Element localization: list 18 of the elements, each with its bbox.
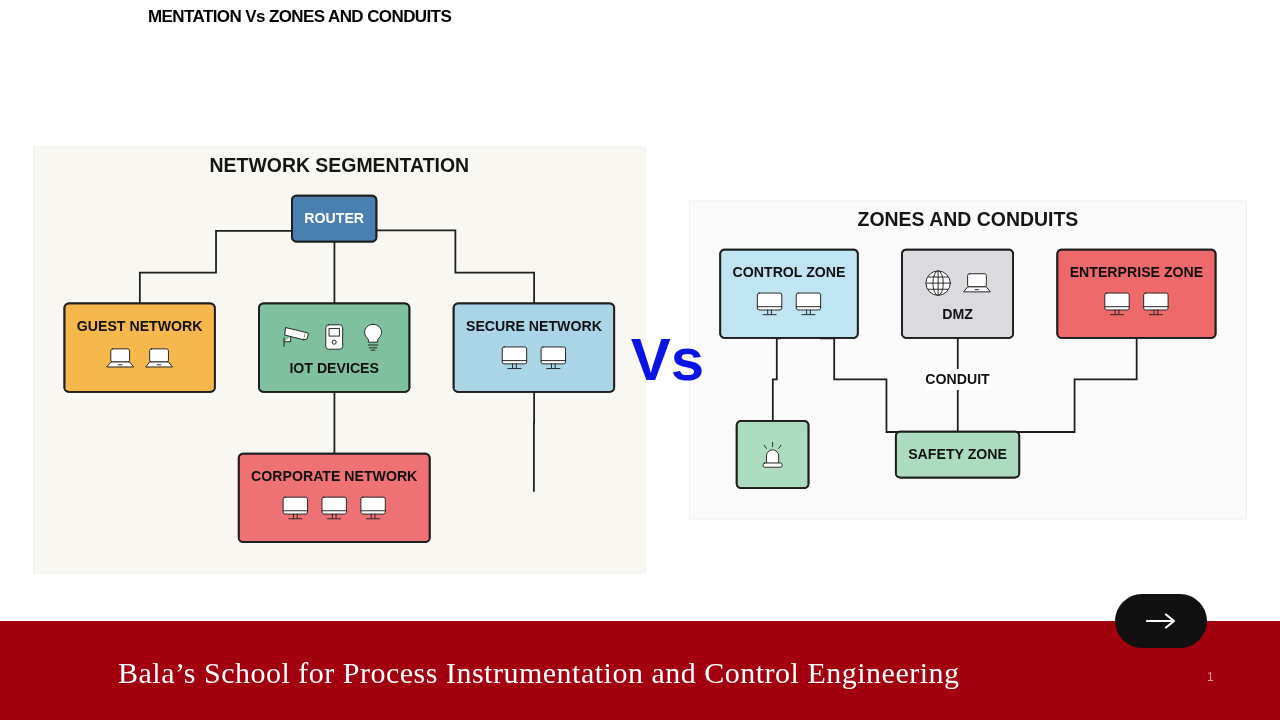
- network-box: ROUTER: [291, 194, 378, 243]
- footer-text: Bala’s School for Process Instrumentation and Control Engineering: [118, 656, 960, 689]
- connector-line: [376, 229, 536, 305]
- network-box: GUEST NETWORK: [63, 302, 216, 393]
- slide-title: MENTATION Vs ZONES AND CONDUITS: [148, 7, 452, 27]
- connector-line: [333, 391, 336, 455]
- zone-box: CONTROL ZONE: [719, 248, 859, 339]
- zone-box: ENTERPRISE ZONE: [1056, 248, 1217, 339]
- network-box: SECURE NETWORK: [452, 302, 616, 393]
- zone-box: SAFETY ZONE: [894, 430, 1021, 479]
- network-box: CORPORATE NETWORK: [237, 452, 431, 543]
- zone-box: DMZ: [901, 248, 1014, 339]
- connector-line: [333, 241, 336, 305]
- alarm-box: [735, 420, 810, 489]
- page-number: 1: [1207, 671, 1214, 685]
- connector-line: [533, 391, 536, 493]
- network-box: IOT DEVICES: [258, 302, 411, 393]
- edge-label: CONDUIT: [925, 368, 990, 391]
